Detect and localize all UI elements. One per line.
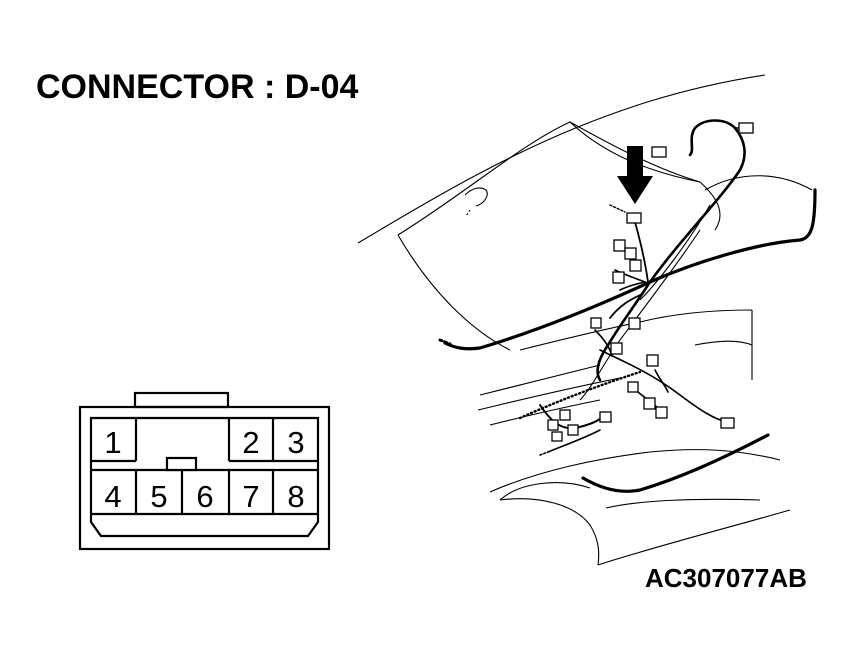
pin-3: 3 — [287, 425, 304, 460]
connector-box — [559, 409, 571, 421]
connector-pins: 1 2 3 4 5 6 7 8 — [104, 425, 304, 514]
connector-box — [629, 259, 642, 272]
lower-harness — [518, 370, 642, 420]
connector-box — [720, 417, 735, 429]
connector-box — [627, 381, 639, 393]
connector-face — [78, 391, 331, 551]
belt-line — [519, 309, 753, 351]
connector-box — [646, 354, 659, 367]
upper-harness — [648, 119, 746, 284]
connector-box — [651, 146, 667, 158]
connector-box — [643, 397, 656, 410]
connector-key — [165, 456, 198, 472]
harness-connectors — [547, 122, 754, 442]
connector-box — [551, 431, 563, 442]
connector-box — [610, 342, 623, 355]
connector-inner — [89, 416, 320, 538]
pin-4: 4 — [104, 479, 121, 514]
connector-title: CONNECTOR : D-04 — [36, 68, 359, 106]
connector-box — [612, 271, 625, 284]
connector-box — [567, 424, 579, 436]
connector-latch — [133, 391, 230, 409]
connector-box — [590, 317, 602, 329]
figure-code: AC307077AB — [645, 563, 807, 593]
connector-box — [624, 247, 637, 260]
connector-box — [655, 406, 668, 419]
connector-box — [599, 411, 612, 423]
pin-8: 8 — [287, 479, 304, 514]
connector-box — [613, 239, 626, 252]
roof-line — [357, 74, 766, 244]
windshield-bottom — [397, 234, 511, 351]
location-arrow — [617, 146, 653, 204]
connector-box — [547, 419, 559, 431]
pin-6: 6 — [196, 479, 213, 514]
pin-1: 1 — [104, 425, 121, 460]
pin-2: 2 — [242, 425, 259, 460]
connector-box — [628, 317, 641, 330]
connector-box — [738, 122, 754, 134]
sill-harness — [581, 433, 770, 493]
pin-5: 5 — [150, 479, 167, 514]
pin-7: 7 — [242, 479, 259, 514]
connector-outline — [78, 405, 331, 551]
fender-arch — [499, 498, 600, 566]
connector-d-04-location — [626, 212, 642, 224]
